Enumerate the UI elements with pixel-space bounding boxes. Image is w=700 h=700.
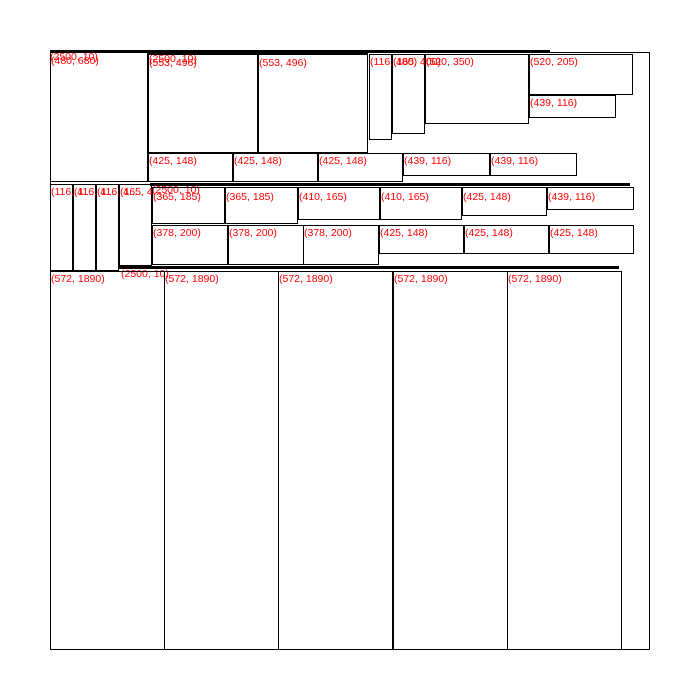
row3-box-2-label: (378, 200) [229,227,277,239]
row3-box-4-label: (425, 148) [380,227,428,239]
strip-box-c: (116, 4... [96,184,138,271]
row2-box-1-label: (365, 185) [153,191,201,203]
second-bar [150,183,630,186]
big-box-b: (553, 496) [258,54,368,153]
row1-box-5: (439, 116) [490,153,577,176]
mid-box-label: (520, 350) [426,56,474,68]
tall-box-b: (165, 400) [392,54,441,134]
column-5-label: (572, 1890) [508,273,562,285]
big-box-b-label: (553, 496) [259,57,307,69]
right-top-box-b: (439, 116) [529,95,616,118]
row1-box-5-label: (439, 116) [491,155,539,167]
row3-box-5: (425, 148) [464,225,549,254]
row2-box-3: (410, 165) [298,187,380,220]
row3-box-6-label: (425, 148) [550,227,598,239]
top-bar [50,50,550,53]
strip-box-b-label: (116, 4... [74,186,115,198]
strip-box-a: (116, 4... [50,184,92,271]
row3-box-6: (425, 148) [549,225,634,254]
column-3-label: (572, 1890) [279,273,333,285]
left-big-box: (480, 680) [50,52,148,182]
row1-box-2-label: (425, 148) [234,155,282,167]
column-1: (572, 1890) [50,271,165,650]
row3-box-5-label: (425, 148) [465,227,513,239]
row2-box-5-label: (425, 148) [463,191,511,203]
column-5: (572, 1890) [507,271,622,650]
strip-box-d: (165, 4... [119,184,161,266]
row1-box-1-label: (425, 148) [149,155,197,167]
tall-box-a: (116, 480) [369,54,417,140]
row1-box-3-label: (425, 148) [319,155,367,167]
strip-box-d-label: (165, 4... [120,186,162,198]
big-box-a-sublabel: (2500, 10) [149,53,197,65]
row2-box-6-label: (439, 116) [548,191,596,203]
row1-box-3: (425, 148) [318,153,403,182]
right-top-box-b-label: (439, 116) [530,97,578,109]
strip-box-c-label: (116, 4... [97,186,138,198]
row2-box-4-label: (410, 165) [381,191,429,203]
left-big-label: (480, 680) [51,55,99,67]
third-bar [119,266,619,269]
row2-box-6: (439, 116) [547,187,634,210]
row2-box-2: (365, 185) [225,187,298,224]
big-a-bar [148,52,368,55]
row3-box-3-label: (378, 200) [304,227,352,239]
row2-box-2-label: (365, 185) [226,191,274,203]
row3-box-2: (378, 200) [228,225,304,265]
column-4-label: (572, 1890) [394,273,448,285]
column-3: (572, 1890) [278,271,393,650]
column-4: (572, 1890) [393,271,508,650]
row2-box-1: (365, 185) [152,187,225,224]
column-2-label: (572, 1890) [165,273,219,285]
column-1-label: (572, 1890) [51,273,105,285]
row2-box-5: (425, 148) [462,187,547,216]
row1-box-1: (425, 148) [148,153,233,182]
mid-box: (520, 350) [425,54,529,124]
row1-box-4-label: (439, 116) [404,155,452,167]
strip-box-a-label: (116, 4... [51,186,92,198]
right-top-box-a-label: (520, 205) [530,56,578,68]
row2-box-4: (410, 165) [380,187,462,220]
row3-box-1: (378, 200) [152,225,228,265]
right-top-box-a: (520, 205) [529,54,633,95]
strip-box-b: (116, 4... [73,184,115,271]
row2-box-3-label: (410, 165) [299,191,347,203]
row3-box-1-label: (378, 200) [153,227,201,239]
column-2: (572, 1890) [164,271,279,650]
top-bar-label: (2500, 10) [50,51,98,63]
row3-box-3: (378, 200) [303,225,379,265]
tall-box-a-label: (116, 480) [370,56,418,68]
tall-box-b-label: (165, 400) [393,56,441,68]
big-box-a: (2500, 10) (553, 496) [148,53,258,153]
row1-box-2: (425, 148) [233,153,318,182]
row1-box-4: (439, 116) [403,153,490,176]
row3-box-4: (425, 148) [379,225,464,254]
big-box-a-label: (553, 496) [149,57,197,69]
